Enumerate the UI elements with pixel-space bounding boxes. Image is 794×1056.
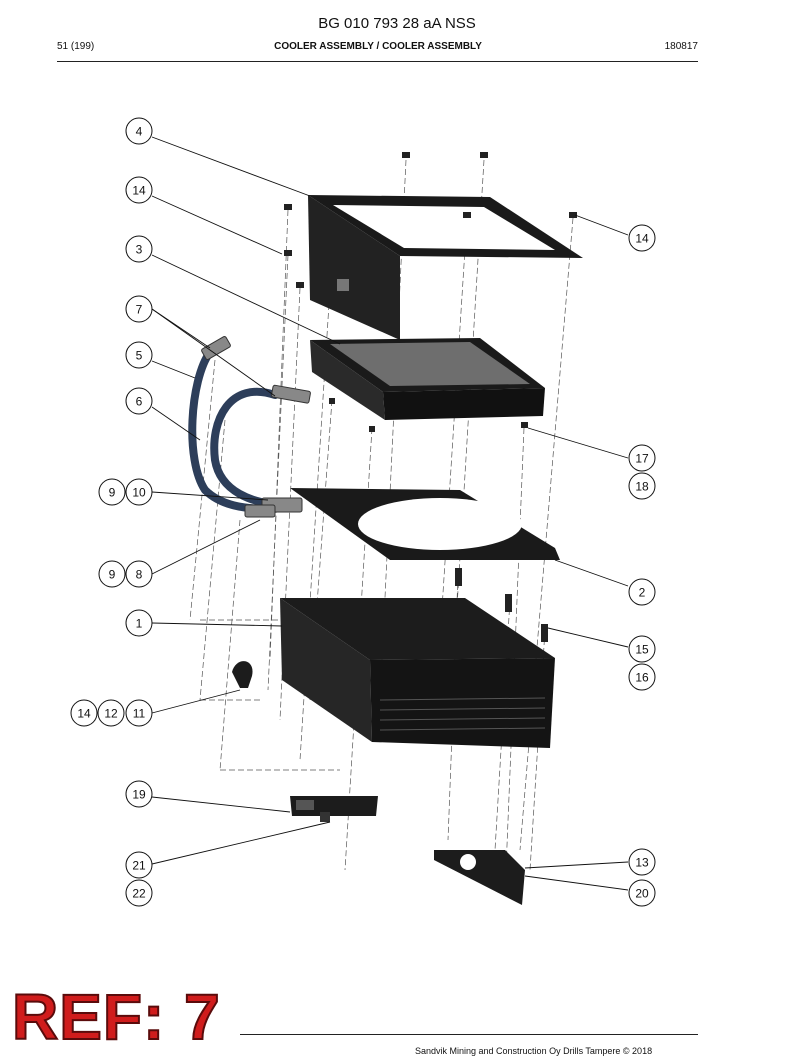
callout-1: 1 bbox=[125, 609, 153, 637]
svg-text:17: 17 bbox=[635, 452, 649, 466]
svg-text:19: 19 bbox=[132, 788, 146, 802]
svg-text:14: 14 bbox=[77, 707, 91, 721]
callout-4: 4 bbox=[125, 117, 153, 145]
svg-text:11: 11 bbox=[133, 707, 146, 721]
cooler-core-part bbox=[310, 338, 545, 420]
svg-text:1: 1 bbox=[136, 617, 143, 631]
callout-20: 20 bbox=[628, 879, 656, 907]
callout-14: 14 bbox=[70, 699, 98, 727]
callout-5: 5 bbox=[125, 341, 153, 369]
fan-housing-part bbox=[280, 598, 555, 748]
footer-rule bbox=[240, 1034, 698, 1035]
document-number: BG 010 793 28 aA NSS bbox=[318, 15, 476, 32]
svg-text:14: 14 bbox=[132, 184, 146, 198]
section-title: COOLER ASSEMBLY / COOLER ASSEMBLY bbox=[274, 41, 482, 52]
fasteners bbox=[284, 152, 577, 642]
svg-text:15: 15 bbox=[635, 643, 649, 657]
revision-date: 180817 bbox=[664, 41, 698, 52]
callout-9: 9 bbox=[98, 560, 126, 588]
callout-17: 17 bbox=[628, 444, 656, 472]
svg-text:22: 22 bbox=[132, 887, 146, 901]
svg-text:4: 4 bbox=[136, 125, 143, 139]
svg-text:18: 18 bbox=[635, 480, 649, 494]
footer-copyright: Sandvik Mining and Construction Oy Drill… bbox=[415, 1046, 653, 1056]
callout-21: 21 bbox=[125, 851, 153, 879]
svg-text:2: 2 bbox=[639, 586, 646, 600]
hose-fittings bbox=[201, 336, 311, 518]
svg-text:16: 16 bbox=[635, 671, 649, 685]
svg-text:21: 21 bbox=[132, 859, 146, 873]
callout-3: 3 bbox=[125, 235, 153, 263]
bracket-part bbox=[290, 796, 378, 822]
header-rule bbox=[57, 61, 698, 62]
svg-text:9: 9 bbox=[109, 486, 116, 500]
callout-2: 2 bbox=[628, 578, 656, 606]
side-plate-part bbox=[434, 850, 525, 905]
callout-12: 12 bbox=[97, 699, 125, 727]
svg-text:13: 13 bbox=[635, 856, 649, 870]
top-frame-part bbox=[308, 195, 583, 340]
svg-text:14: 14 bbox=[635, 232, 649, 246]
callout-22: 22 bbox=[125, 879, 153, 907]
callout-9: 9 bbox=[98, 478, 126, 506]
callout-11: 11 bbox=[125, 699, 153, 727]
hose-assembly bbox=[188, 348, 294, 513]
callout-8: 8 bbox=[125, 560, 153, 588]
callout-13: 13 bbox=[628, 848, 656, 876]
callout-14: 14 bbox=[628, 224, 656, 252]
svg-text:10: 10 bbox=[132, 486, 146, 500]
svg-text:3: 3 bbox=[136, 243, 143, 257]
callout-19: 19 bbox=[125, 780, 153, 808]
svg-text:5: 5 bbox=[136, 349, 143, 363]
callout-10: 10 bbox=[125, 478, 153, 506]
mounting-plate-part bbox=[290, 488, 560, 560]
svg-text:12: 12 bbox=[104, 707, 118, 721]
callout-7: 7 bbox=[125, 295, 153, 323]
callout-18: 18 bbox=[628, 472, 656, 500]
leader-lines bbox=[151, 136, 629, 891]
svg-text:8: 8 bbox=[136, 568, 143, 582]
callout-16: 16 bbox=[628, 663, 656, 691]
svg-text:6: 6 bbox=[136, 395, 143, 409]
callout-15: 15 bbox=[628, 635, 656, 663]
svg-text:7: 7 bbox=[136, 303, 143, 317]
ref-stamp: REF: 7 bbox=[11, 981, 221, 1053]
svg-text:20: 20 bbox=[635, 887, 649, 901]
svg-text:9: 9 bbox=[109, 568, 116, 582]
callout-14: 14 bbox=[125, 176, 153, 204]
callout-6: 6 bbox=[125, 387, 153, 415]
clamp-part bbox=[232, 661, 253, 688]
page-number: 51 (199) bbox=[57, 41, 95, 52]
